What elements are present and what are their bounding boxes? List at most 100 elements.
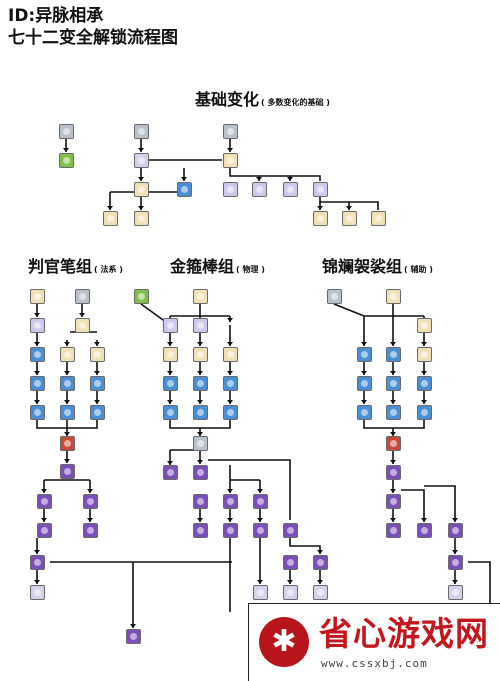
transformation-node[interactable]: [222, 404, 238, 420]
transformation-node[interactable]: [251, 181, 267, 197]
arrow-head: [390, 432, 396, 436]
transformation-node[interactable]: [192, 435, 208, 451]
arrow-head: [390, 400, 396, 404]
transformation-node[interactable]: [133, 181, 149, 197]
transformation-node[interactable]: [370, 210, 386, 226]
transformation-node[interactable]: [133, 210, 149, 226]
transformation-node[interactable]: [312, 554, 328, 570]
transformation-node[interactable]: [192, 404, 208, 420]
transformation-node[interactable]: [385, 346, 401, 362]
transformation-node[interactable]: [192, 522, 208, 538]
transformation-node[interactable]: [74, 288, 90, 304]
transformation-node[interactable]: [356, 346, 372, 362]
transformation-node[interactable]: [133, 288, 149, 304]
arrow-head: [79, 313, 85, 317]
transformation-node[interactable]: [385, 404, 401, 420]
transformation-node[interactable]: [59, 346, 75, 362]
transformation-node[interactable]: [416, 346, 432, 362]
transformation-node[interactable]: [192, 317, 208, 333]
transformation-node[interactable]: [447, 584, 463, 600]
transformation-node[interactable]: [102, 210, 118, 226]
transformation-node[interactable]: [252, 584, 268, 600]
arrow-head: [94, 400, 100, 404]
transformation-node[interactable]: [222, 123, 238, 139]
transformation-node[interactable]: [312, 181, 328, 197]
transformation-node[interactable]: [192, 288, 208, 304]
transformation-node[interactable]: [59, 404, 75, 420]
transformation-node[interactable]: [312, 210, 328, 226]
transformation-node[interactable]: [192, 464, 208, 480]
transformation-node[interactable]: [29, 584, 45, 600]
transformation-node[interactable]: [341, 210, 357, 226]
transformation-node[interactable]: [89, 346, 105, 362]
transformation-node[interactable]: [222, 152, 238, 168]
transformation-node[interactable]: [385, 464, 401, 480]
transformation-node[interactable]: [385, 493, 401, 509]
transformation-node[interactable]: [176, 181, 192, 197]
transformation-node[interactable]: [162, 375, 178, 391]
transformation-node[interactable]: [89, 375, 105, 391]
transformation-node[interactable]: [192, 493, 208, 509]
transformation-node[interactable]: [133, 123, 149, 139]
transformation-node[interactable]: [58, 123, 74, 139]
transformation-node[interactable]: [385, 288, 401, 304]
connector-line: [363, 420, 425, 429]
transformation-node[interactable]: [447, 554, 463, 570]
transformation-node[interactable]: [192, 346, 208, 362]
transformation-node[interactable]: [282, 584, 298, 600]
transformation-node[interactable]: [416, 375, 432, 391]
transformation-node[interactable]: [252, 522, 268, 538]
arrow-head: [34, 550, 40, 554]
transformation-node[interactable]: [59, 435, 75, 451]
transformation-node[interactable]: [36, 493, 52, 509]
transformation-node[interactable]: [82, 522, 98, 538]
transformation-node[interactable]: [282, 522, 298, 538]
transformation-node[interactable]: [162, 346, 178, 362]
transformation-node[interactable]: [416, 317, 432, 333]
connector-line: [169, 420, 231, 429]
connector-line: [289, 538, 321, 554]
transformation-node[interactable]: [447, 522, 463, 538]
transformation-node[interactable]: [82, 493, 98, 509]
transformation-node[interactable]: [59, 463, 75, 479]
transformation-node[interactable]: [192, 375, 208, 391]
transformation-node[interactable]: [416, 522, 432, 538]
transformation-node[interactable]: [29, 554, 45, 570]
transformation-node[interactable]: [416, 404, 432, 420]
transformation-node[interactable]: [222, 346, 238, 362]
arrow-head: [361, 371, 367, 375]
arrow-head: [167, 342, 173, 346]
transformation-node[interactable]: [282, 181, 298, 197]
transformation-node[interactable]: [59, 375, 75, 391]
transformation-node[interactable]: [29, 404, 45, 420]
transformation-node[interactable]: [74, 317, 90, 333]
transformation-node[interactable]: [356, 404, 372, 420]
transformation-node[interactable]: [29, 346, 45, 362]
transformation-node[interactable]: [36, 522, 52, 538]
transformation-node[interactable]: [162, 404, 178, 420]
arrow-head: [64, 400, 70, 404]
transformation-node[interactable]: [326, 288, 342, 304]
transformation-node[interactable]: [385, 375, 401, 391]
transformation-node[interactable]: [222, 375, 238, 391]
transformation-node[interactable]: [282, 554, 298, 570]
transformation-node[interactable]: [252, 493, 268, 509]
transformation-node[interactable]: [89, 404, 105, 420]
transformation-node[interactable]: [29, 288, 45, 304]
transformation-node[interactable]: [356, 375, 372, 391]
transformation-node[interactable]: [125, 628, 141, 644]
transformation-node[interactable]: [133, 152, 149, 168]
transformation-node[interactable]: [222, 493, 238, 509]
watermark-brand: 省心游戏网: [319, 614, 489, 653]
transformation-node[interactable]: [29, 317, 45, 333]
transformation-node[interactable]: [222, 522, 238, 538]
transformation-node[interactable]: [162, 464, 178, 480]
transformation-node[interactable]: [162, 317, 178, 333]
transformation-node[interactable]: [385, 435, 401, 451]
transformation-node[interactable]: [58, 152, 74, 168]
transformation-node[interactable]: [385, 522, 401, 538]
transformation-node[interactable]: [222, 181, 238, 197]
transformation-node[interactable]: [312, 584, 328, 600]
transformation-node[interactable]: [29, 375, 45, 391]
